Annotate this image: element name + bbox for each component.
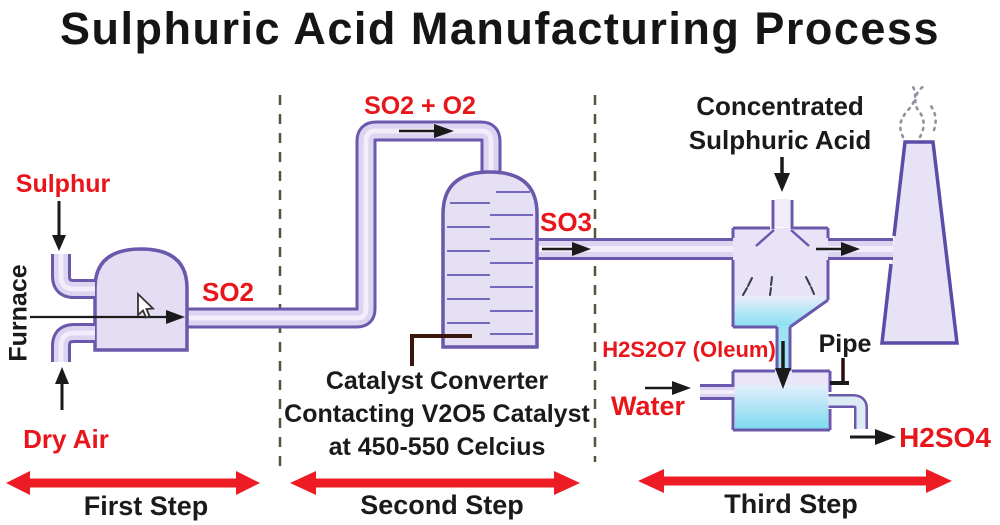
pipe-pointer-line: [830, 358, 849, 385]
water-label: Water: [611, 391, 686, 421]
tank-outlet-pipe: [827, 394, 868, 429]
catalyst-converter-vessel: [441, 170, 539, 349]
tank-liquid: [735, 385, 828, 429]
page-title: Sulphuric Acid Manufacturing Process: [60, 3, 940, 54]
absorber-liquid: [733, 296, 828, 327]
dry-air-label: Dry Air: [23, 424, 109, 454]
dry-air-inlet-pipe: [51, 323, 95, 362]
stack-outline: [880, 140, 959, 345]
pipe-label: Pipe: [819, 330, 872, 358]
concentrated-acid-label-line1: Concentrated: [696, 91, 864, 121]
absorber-outline: [731, 226, 830, 371]
sulphur-inlet-pipe: [51, 254, 95, 299]
sulphur-label: Sulphur: [16, 170, 111, 198]
dry-air-arrow: [55, 367, 69, 410]
water-arrow: [645, 381, 691, 395]
catalyst-note-line2: Contacting V2O5 Catalyst: [284, 400, 590, 428]
oleum-arrow: [775, 341, 791, 389]
furnace-label: Furnace: [5, 264, 33, 361]
first-step-label: First Step: [84, 491, 209, 521]
third-step-arrow: [638, 469, 952, 493]
so2-label: SO2: [202, 277, 254, 307]
cursor-icon: [137, 291, 156, 319]
oleum-label: H2S2O7 (Oleum): [602, 337, 776, 362]
third-step-label: Third Step: [724, 489, 858, 519]
second-step-arrow: [290, 471, 580, 495]
spray-dashes: [742, 276, 815, 296]
concentrated-acid-arrow: [774, 157, 790, 192]
sulphur-arrow: [52, 201, 66, 251]
so2-o2-label: SO2 + O2: [364, 92, 476, 120]
outlet-arrow: [816, 242, 860, 256]
pipe-flow-arrow: [399, 124, 454, 138]
acid-inlet-funnel: [755, 199, 810, 247]
catalyst-note-line3: at 450-550 Celcius: [329, 433, 546, 461]
converter-tray-lines: [447, 191, 533, 335]
smoke-dots-icon: [899, 83, 937, 139]
h2so4-label: H2SO4: [899, 422, 991, 453]
catalyst-note-line1: Catalyst Converter: [326, 367, 549, 395]
so3-label: SO3: [540, 207, 592, 237]
h2so4-arrow: [850, 429, 896, 445]
first-step-arrow: [6, 471, 260, 495]
concentrated-acid-label-line2: Sulphuric Acid: [689, 125, 872, 155]
second-step-label: Second Step: [360, 490, 524, 520]
so2-pipe: [186, 120, 502, 329]
so3-arrow: [542, 242, 591, 256]
converter-leader-line: [410, 334, 472, 366]
